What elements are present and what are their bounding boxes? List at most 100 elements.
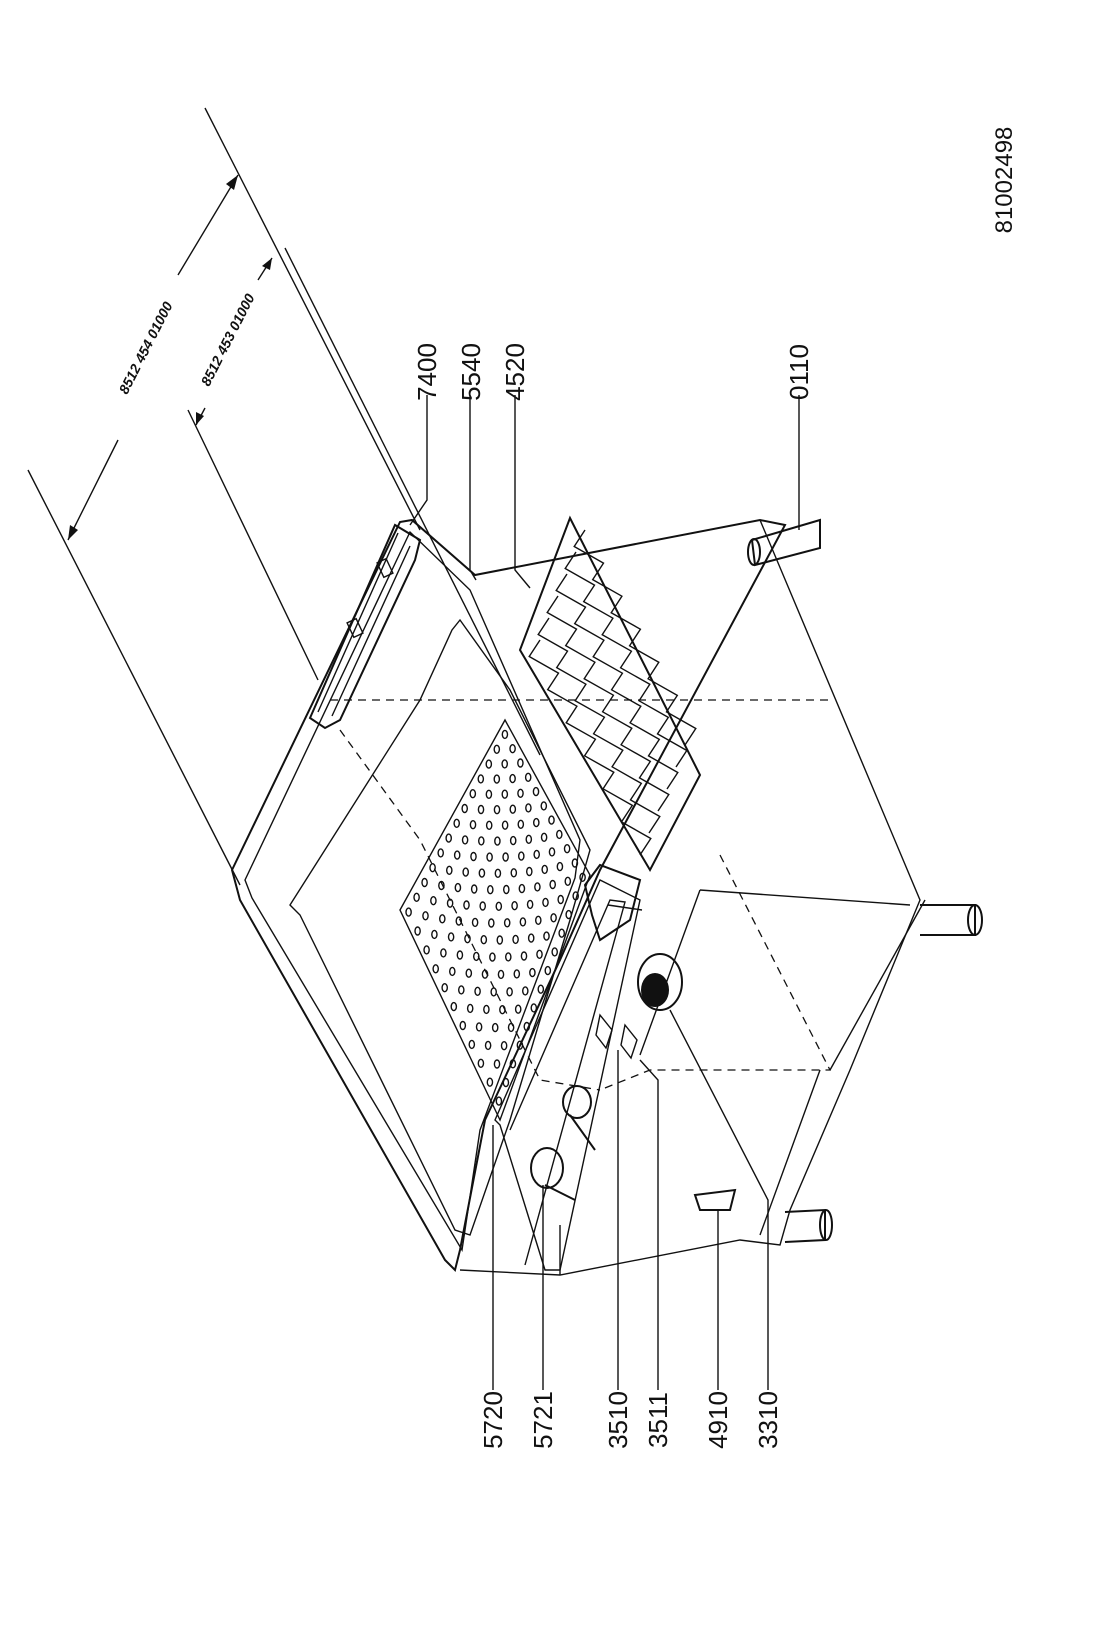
perforation-hole bbox=[550, 913, 557, 923]
perforation-hole bbox=[500, 1040, 508, 1051]
perforation-hole bbox=[579, 872, 586, 882]
perforation-hole bbox=[491, 1022, 499, 1033]
perforation-hole bbox=[502, 884, 510, 895]
perforation-hole bbox=[438, 880, 445, 891]
perforation-hole bbox=[462, 867, 470, 877]
perforation-hole bbox=[529, 967, 536, 978]
perforation-hole bbox=[470, 884, 478, 894]
perforation-hole bbox=[503, 918, 511, 928]
dimension-lines bbox=[27, 107, 541, 886]
perforation-hole bbox=[493, 805, 501, 815]
perforation-hole bbox=[448, 966, 456, 977]
perforation-hole bbox=[536, 949, 543, 959]
perforation-hole bbox=[558, 928, 566, 938]
perforation-hole bbox=[541, 864, 549, 875]
perforation-hole bbox=[571, 858, 579, 868]
svg-text:4910: 4910 bbox=[703, 1391, 733, 1449]
perforation-hole bbox=[496, 935, 504, 945]
perforation-hole bbox=[512, 934, 519, 945]
perforation-hole bbox=[405, 907, 412, 917]
fitting-4910 bbox=[693, 1188, 737, 1211]
perforation-hole bbox=[509, 804, 517, 814]
perforation-hole bbox=[450, 1001, 458, 1012]
svg-text:8512 454 01000: 8512 454 01000 bbox=[115, 299, 175, 397]
perforation-hole bbox=[485, 759, 493, 769]
perforation-hole bbox=[495, 901, 503, 911]
svg-text:5540: 5540 bbox=[456, 343, 486, 401]
perforation-hole bbox=[464, 934, 471, 944]
perforation-hole bbox=[445, 865, 453, 875]
perforation-hole bbox=[537, 984, 545, 994]
perforation-hole bbox=[517, 788, 524, 798]
perforation-hole bbox=[525, 803, 532, 813]
appliance-body bbox=[230, 518, 926, 1276]
perforation-hole bbox=[495, 1096, 503, 1106]
perforation-hole bbox=[557, 894, 565, 905]
perforation-hole bbox=[497, 969, 505, 980]
perforation-hole bbox=[518, 883, 526, 894]
perforation-hole bbox=[533, 849, 541, 860]
perforation-hole bbox=[511, 901, 518, 911]
svg-text:8512 453 01000: 8512 453 01000 bbox=[197, 291, 257, 389]
perforation-hole bbox=[430, 896, 437, 906]
perforation-hole bbox=[519, 917, 527, 927]
perforation-hole bbox=[457, 985, 465, 995]
perforation-hole bbox=[509, 1059, 517, 1069]
perforation-hole bbox=[556, 829, 563, 840]
perforation-hole bbox=[432, 964, 440, 974]
perforation-hole bbox=[471, 917, 479, 928]
burner-wave-line bbox=[546, 595, 670, 812]
part-label-4910: 4910 bbox=[703, 1391, 733, 1449]
perforation-hole bbox=[564, 876, 572, 886]
perforation-hole bbox=[527, 933, 535, 943]
perforation-hole bbox=[516, 1040, 524, 1050]
perforation-hole bbox=[513, 969, 521, 979]
perforation-hole bbox=[437, 848, 445, 858]
perforation-hole bbox=[413, 892, 420, 902]
perforation-hole bbox=[456, 950, 464, 960]
perforation-hole bbox=[441, 983, 449, 993]
burner-wave-line bbox=[528, 639, 652, 856]
perforation-hole bbox=[534, 882, 541, 892]
perforation-hole bbox=[472, 951, 480, 962]
perforation-hole bbox=[478, 868, 486, 878]
perforation-hole bbox=[526, 899, 534, 910]
perforation-hole bbox=[504, 952, 512, 962]
perforation-hole bbox=[565, 909, 573, 920]
perforation-hole bbox=[506, 987, 513, 997]
perforation-hole bbox=[523, 1021, 531, 1032]
perforation-hole bbox=[477, 836, 485, 846]
part-label-5540: 5540 bbox=[456, 343, 486, 401]
svg-text:81002498: 81002498 bbox=[991, 127, 1018, 234]
svg-text:7400: 7400 bbox=[412, 343, 442, 401]
pipe-fitting-0110 bbox=[747, 518, 821, 567]
perforation-hole bbox=[502, 852, 509, 862]
perforation-hole bbox=[501, 729, 509, 740]
perforation-hole bbox=[514, 1004, 522, 1014]
feet bbox=[784, 904, 983, 1243]
svg-text:5721: 5721 bbox=[528, 1391, 558, 1449]
perforation-hole bbox=[517, 758, 524, 768]
perforation-hole bbox=[487, 918, 495, 928]
perforation-hole bbox=[540, 801, 548, 811]
perforation-hole bbox=[501, 759, 509, 769]
burner-wave-line bbox=[564, 551, 688, 768]
perforation-hole bbox=[501, 820, 509, 830]
perforation-hole bbox=[438, 914, 446, 924]
perforation-hole bbox=[454, 882, 462, 893]
part-label-5720: 5720 bbox=[478, 1391, 508, 1449]
perforation-hole bbox=[544, 965, 552, 976]
perforation-hole bbox=[489, 952, 496, 962]
perforation-hole bbox=[540, 832, 548, 842]
perforation-hole bbox=[480, 935, 488, 945]
perforation-hole bbox=[477, 804, 485, 815]
perforation-hole bbox=[543, 931, 550, 941]
svg-text:3310: 3310 bbox=[753, 1391, 783, 1449]
leader-lines bbox=[409, 395, 800, 1390]
perforation-hole bbox=[524, 772, 532, 782]
perforation-hole bbox=[468, 1039, 476, 1050]
perforation-hole bbox=[485, 820, 493, 830]
perforation-hole bbox=[475, 1022, 483, 1032]
perforation-hole bbox=[423, 945, 430, 955]
